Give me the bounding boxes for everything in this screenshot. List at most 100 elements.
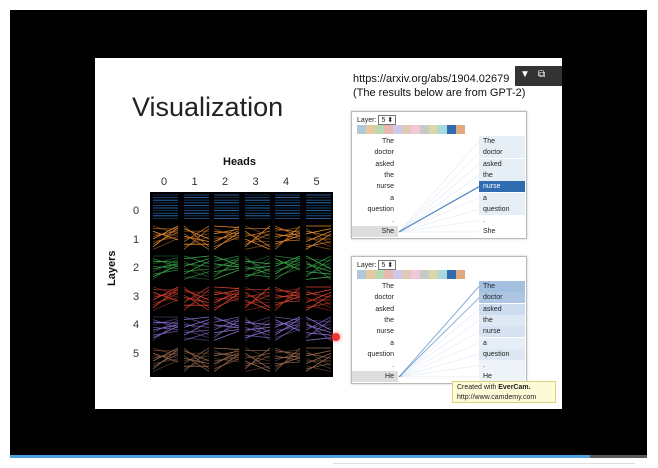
source-token[interactable]: a <box>390 194 394 202</box>
head-swatch[interactable] <box>456 125 465 134</box>
head-color-swatches[interactable] <box>357 125 465 134</box>
attention-head-thumbnail[interactable] <box>305 255 332 282</box>
source-token[interactable]: nurse <box>376 328 394 336</box>
head-swatch[interactable] <box>357 125 366 134</box>
target-token[interactable]: doctor <box>479 292 525 304</box>
attention-head-thumbnail[interactable] <box>213 225 240 252</box>
source-token[interactable]: asked <box>375 160 394 168</box>
source-token[interactable]: doctor <box>374 294 394 302</box>
layer-select[interactable]: 5 ⬍ <box>378 260 397 270</box>
head-swatch[interactable] <box>357 270 366 279</box>
source-token[interactable]: the <box>384 171 394 179</box>
head-swatch[interactable] <box>429 270 438 279</box>
attention-head-thumbnail[interactable] <box>213 316 240 343</box>
target-token[interactable]: the <box>479 314 525 326</box>
attention-head-thumbnail[interactable] <box>274 286 301 313</box>
attention-head-thumbnail[interactable] <box>213 255 240 282</box>
head-swatch[interactable] <box>411 270 420 279</box>
target-token[interactable]: question <box>479 203 525 215</box>
target-token[interactable]: doctor <box>479 147 525 159</box>
attention-head-thumbnail[interactable] <box>183 316 210 343</box>
source-token[interactable]: a <box>390 339 394 347</box>
attention-head-thumbnail[interactable] <box>183 225 210 252</box>
head-swatch[interactable] <box>393 270 402 279</box>
source-token[interactable]: question <box>367 350 394 358</box>
target-token[interactable]: The <box>479 281 525 292</box>
video-progress-bar[interactable] <box>10 455 647 458</box>
attention-head-thumbnail[interactable] <box>152 255 179 282</box>
source-token[interactable]: asked <box>375 305 394 313</box>
attention-head-thumbnail[interactable] <box>213 286 240 313</box>
target-token[interactable]: He <box>479 371 525 383</box>
target-token[interactable]: nurse <box>479 181 525 193</box>
head-swatch[interactable] <box>420 270 429 279</box>
attention-head-thumbnail[interactable] <box>152 225 179 252</box>
head-swatch[interactable] <box>447 270 456 279</box>
head-swatch[interactable] <box>375 270 384 279</box>
target-token[interactable]: asked <box>479 303 525 315</box>
attention-head-thumbnail[interactable] <box>244 347 271 374</box>
attention-head-thumbnail[interactable] <box>274 225 301 252</box>
attention-head-thumbnail[interactable] <box>244 225 271 252</box>
head-swatch[interactable] <box>438 270 447 279</box>
attention-head-thumbnail[interactable] <box>305 225 332 252</box>
layer-selector[interactable]: Layer:5 ⬍ <box>357 260 397 270</box>
head-swatch[interactable] <box>429 125 438 134</box>
target-token[interactable]: the <box>479 169 525 181</box>
attention-head-thumbnail[interactable] <box>274 316 301 343</box>
attention-head-thumbnail[interactable] <box>244 316 271 343</box>
attention-head-thumbnail[interactable] <box>183 347 210 374</box>
attention-head-thumbnail[interactable] <box>274 194 301 221</box>
attention-head-thumbnail[interactable] <box>244 255 271 282</box>
attention-head-thumbnail[interactable] <box>305 347 332 374</box>
head-swatch[interactable] <box>456 270 465 279</box>
source-token[interactable]: He <box>352 371 398 383</box>
attention-head-thumbnail[interactable] <box>274 347 301 374</box>
target-token[interactable]: asked <box>479 158 525 170</box>
attention-head-thumbnail[interactable] <box>183 255 210 282</box>
head-swatch[interactable] <box>402 125 411 134</box>
attention-head-thumbnail[interactable] <box>244 286 271 313</box>
head-swatch[interactable] <box>384 270 393 279</box>
source-token[interactable]: The <box>381 283 394 290</box>
attention-head-thumbnail[interactable] <box>305 194 332 221</box>
target-token[interactable]: . <box>479 215 525 227</box>
attention-head-thumbnail[interactable] <box>213 347 240 374</box>
dropdown-icon[interactable]: ▼ <box>520 69 530 80</box>
source-token[interactable]: . <box>392 362 394 370</box>
attention-head-thumbnail[interactable] <box>305 286 332 313</box>
attention-head-thumbnail[interactable] <box>152 316 179 343</box>
target-token[interactable]: a <box>479 192 525 204</box>
attention-head-thumbnail[interactable] <box>183 194 210 221</box>
layer-selector[interactable]: Layer:5 ⬍ <box>357 115 397 125</box>
head-color-swatches[interactable] <box>357 270 465 279</box>
head-swatch[interactable] <box>366 270 375 279</box>
head-swatch[interactable] <box>447 125 456 134</box>
target-token[interactable]: question <box>479 348 525 360</box>
head-swatch[interactable] <box>402 270 411 279</box>
attention-head-thumbnail[interactable] <box>152 286 179 313</box>
source-token[interactable]: The <box>381 138 394 145</box>
attention-head-thumbnail[interactable] <box>305 316 332 343</box>
target-token[interactable]: a <box>479 337 525 349</box>
attention-head-thumbnail[interactable] <box>213 194 240 221</box>
head-swatch[interactable] <box>375 125 384 134</box>
source-token[interactable]: nurse <box>376 183 394 191</box>
source-token[interactable]: . <box>392 217 394 225</box>
attention-head-thumbnail[interactable] <box>274 255 301 282</box>
head-swatch[interactable] <box>384 125 393 134</box>
head-swatch[interactable] <box>393 125 402 134</box>
head-swatch[interactable] <box>438 125 447 134</box>
target-token[interactable]: She <box>479 226 525 238</box>
head-swatch[interactable] <box>420 125 429 134</box>
target-token[interactable]: . <box>479 360 525 372</box>
source-token[interactable]: question <box>367 205 394 213</box>
attention-head-thumbnail[interactable] <box>183 286 210 313</box>
layer-select[interactable]: 5 ⬍ <box>378 115 397 125</box>
attention-head-thumbnail[interactable] <box>152 347 179 374</box>
source-token[interactable]: doctor <box>374 149 394 157</box>
source-token[interactable]: She <box>352 226 398 238</box>
source-token[interactable]: the <box>384 316 394 324</box>
attention-head-thumbnail[interactable] <box>152 194 179 221</box>
popout-icon[interactable]: ⧉ <box>538 69 546 80</box>
